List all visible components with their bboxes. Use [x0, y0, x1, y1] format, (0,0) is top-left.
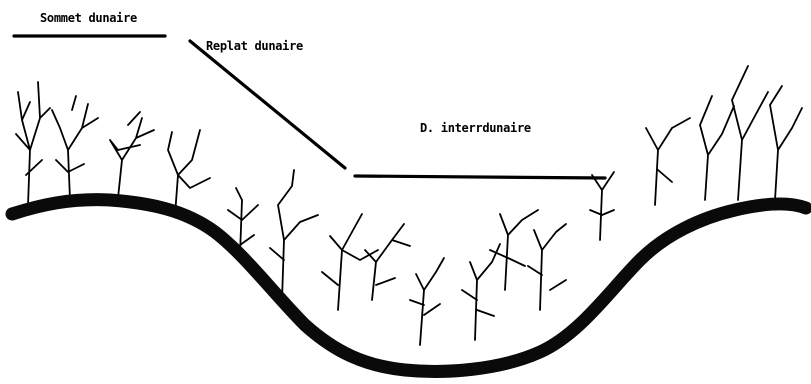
- tree-branches: [528, 224, 566, 310]
- tree-4: [168, 130, 210, 215]
- tree-branches: [462, 244, 500, 340]
- ground-profile-line: [12, 200, 806, 372]
- tree-14: [646, 118, 690, 205]
- tree-branches: [770, 86, 802, 200]
- tree-6: [270, 170, 318, 300]
- tree-branches: [646, 118, 690, 205]
- label-sommet-dunaire: Sommet dunaire: [40, 11, 137, 25]
- tree-branches: [365, 224, 410, 300]
- tree-branches: [52, 96, 98, 200]
- interdunaire-pointer-line: [355, 176, 605, 178]
- tree-15: [700, 96, 734, 200]
- tree-13: [590, 172, 614, 240]
- replat-pointer-line: [190, 41, 345, 168]
- tree-branches: [700, 96, 734, 200]
- tree-10: [462, 244, 500, 340]
- tree-branches: [16, 82, 50, 205]
- tree-8: [365, 224, 410, 300]
- tree-7: [322, 214, 378, 310]
- label-replat-dunaire: Replat dunaire: [206, 39, 303, 53]
- tree-1: [16, 82, 50, 205]
- tree-9: [410, 258, 444, 345]
- tree-branches: [270, 170, 318, 300]
- tree-branches: [732, 66, 768, 200]
- tree-12: [528, 224, 566, 310]
- tree-branches: [110, 112, 154, 198]
- tree-17: [770, 86, 802, 200]
- tree-16: [732, 66, 768, 200]
- tree-branches: [168, 130, 210, 215]
- label-depression-interdunaire: D. interrdunaire: [420, 121, 531, 135]
- tree-branches: [322, 214, 378, 310]
- tree-branches: [590, 172, 614, 240]
- tree-branches: [410, 258, 444, 345]
- tree-2: [52, 96, 98, 200]
- tree-3: [110, 112, 154, 198]
